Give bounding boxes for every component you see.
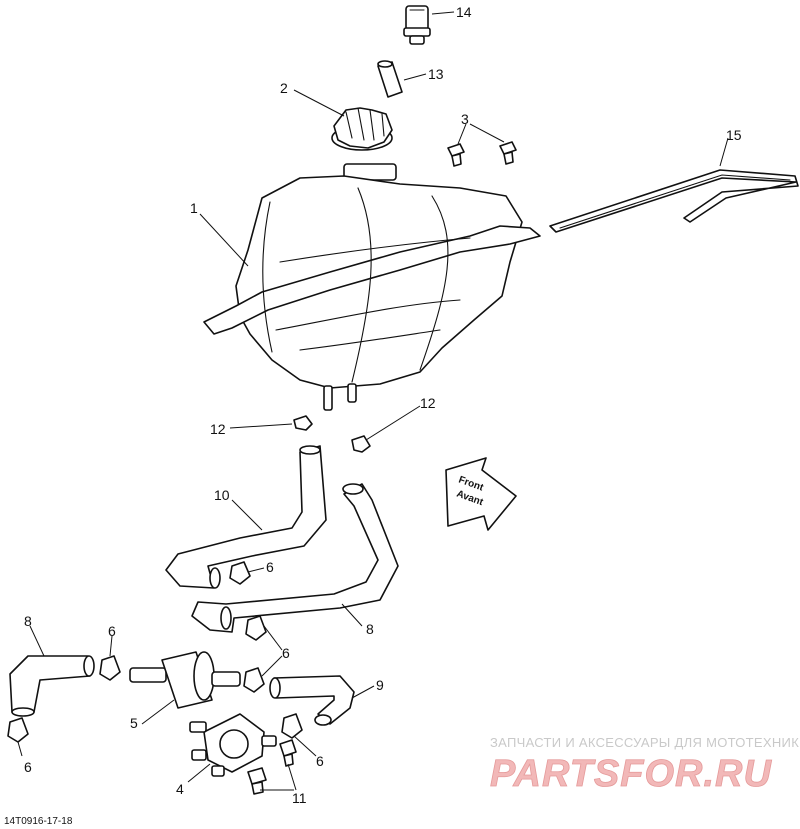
callout-6-upper: 6 <box>266 559 274 575</box>
callout-1: 1 <box>190 200 198 216</box>
callout-6-bottom-left: 6 <box>24 759 32 775</box>
callout-15: 15 <box>726 127 742 143</box>
callout-6-bottom-right: 6 <box>316 753 324 769</box>
callout-9: 9 <box>376 677 384 693</box>
callout-12-left: 12 <box>210 421 226 437</box>
callout-6-left: 6 <box>108 623 116 639</box>
callout-5: 5 <box>130 715 138 731</box>
watermark-tagline: ЗАПЧАСТИ И АКСЕССУАРЫ ДЛЯ МОТОТЕХНИКИ <box>490 735 800 750</box>
part-11-screws <box>247 739 297 795</box>
part-4-fuel-pump <box>189 713 277 777</box>
front-direction-arrow: Front Avant <box>445 457 517 531</box>
callout-numbers: 14 13 2 3 15 1 12 12 10 6 8 8 6 6 9 5 6 … <box>24 4 742 806</box>
part-15-retaining-strap <box>549 169 799 233</box>
watermark-brand: PARTSFOR.RU <box>490 753 772 795</box>
part-5-fuel-filter <box>129 651 241 709</box>
callout-14: 14 <box>456 4 472 20</box>
callout-3: 3 <box>461 111 469 127</box>
callout-2: 2 <box>280 80 288 96</box>
callout-12-right: 12 <box>420 395 436 411</box>
leader-lines <box>17 11 729 791</box>
callout-11: 11 <box>292 790 307 806</box>
part-7-hose <box>191 483 399 633</box>
part-10-hose <box>165 445 327 589</box>
part-8-elbow-hose <box>9 655 95 717</box>
drawing-code: 14T0916-17-18 <box>4 816 73 827</box>
part-1-fuel-tank <box>203 163 541 411</box>
callout-7: 8 <box>366 621 374 637</box>
callout-4: 4 <box>176 781 184 797</box>
callout-6-middle: 6 <box>282 645 290 661</box>
callout-13: 13 <box>428 66 444 82</box>
part-6-hose-clamps <box>7 561 303 743</box>
part-9-hose <box>269 675 355 726</box>
callout-8: 8 <box>24 613 32 629</box>
part-2-tank-cap <box>331 107 393 151</box>
callout-10: 10 <box>214 487 230 503</box>
part-3-screws <box>447 141 517 167</box>
part-14-vent-plug <box>403 5 431 45</box>
part-12-hose-clamps <box>293 415 371 453</box>
watermark: ЗАПЧАСТИ И АКСЕССУАРЫ ДЛЯ МОТОТЕХНИКИ PA… <box>490 735 800 795</box>
part-13-vent-tube <box>377 60 403 98</box>
